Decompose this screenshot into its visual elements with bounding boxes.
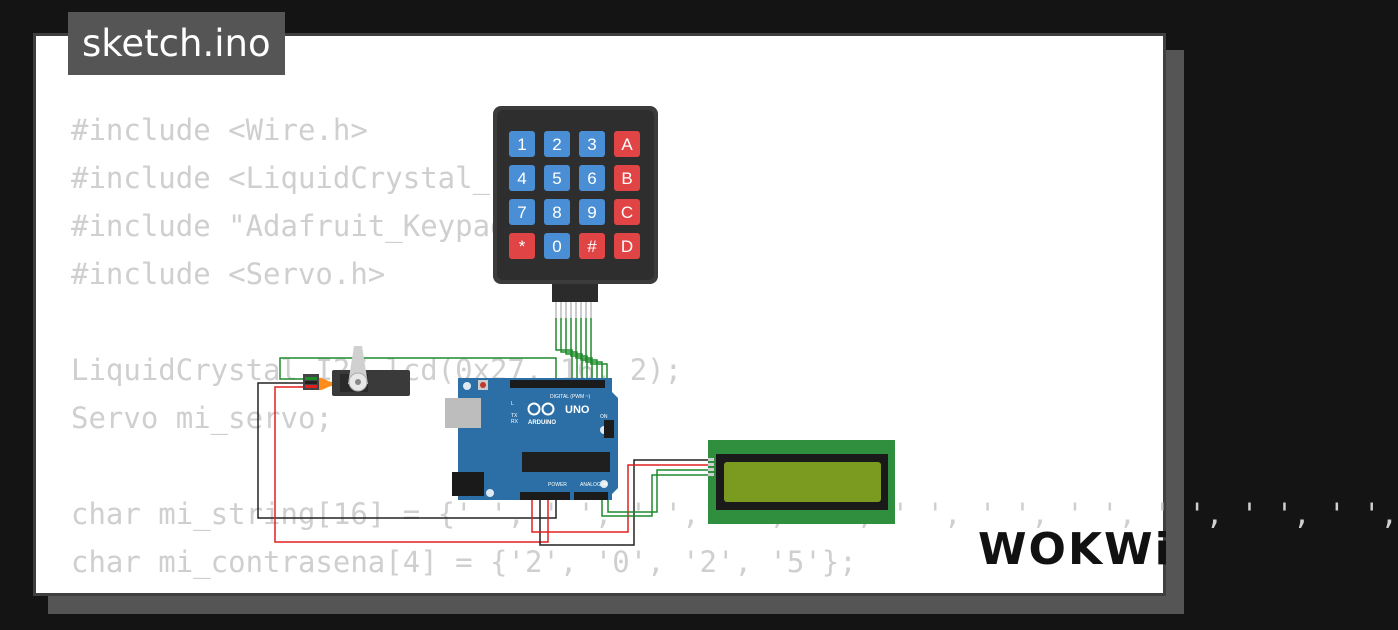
lcd-screen — [724, 462, 881, 502]
board-model-label: UNO — [565, 404, 590, 416]
keypad-key[interactable] — [579, 199, 605, 225]
keypad-key[interactable] — [544, 165, 570, 191]
keypad-connector — [552, 284, 598, 302]
keypad-key[interactable] — [509, 199, 535, 225]
digital-label: DIGITAL (PWM ~) — [550, 394, 590, 400]
servo-motor[interactable] — [303, 346, 410, 396]
keypad-key-label: B — [621, 169, 632, 188]
board-brand-label: ARDUINO — [528, 420, 556, 426]
keypad-key-label: 3 — [587, 135, 596, 154]
keypad-key[interactable] — [544, 131, 570, 157]
arduino-uno-board[interactable]: UNO ARDUINO DIGITAL (PWM ~) ANALOG IN PO… — [445, 378, 618, 500]
reset-button — [480, 382, 486, 388]
code-line: char mi_contrasena[4] = {'2', '0', '2', … — [71, 545, 857, 579]
keypad-key-label: 8 — [552, 203, 561, 222]
keypad-key[interactable] — [614, 233, 640, 259]
keypad[interactable]: 1 2 3 A 4 5 6 B 7 8 9 C * 0 # D — [493, 106, 658, 318]
keypad-key[interactable] — [614, 131, 640, 157]
keypad-key[interactable] — [509, 233, 535, 259]
wokwi-logo: WOKWi — [978, 524, 1172, 575]
power-header — [520, 492, 570, 500]
analog-header — [574, 492, 608, 500]
usb-port — [445, 398, 481, 428]
sketch-title[interactable]: sketch.ino — [68, 12, 285, 75]
keypad-key[interactable] — [509, 165, 535, 191]
power-jack — [452, 472, 484, 496]
l-label: L — [511, 401, 514, 407]
keypad-key-label: 6 — [587, 169, 596, 188]
keypad-key[interactable] — [579, 131, 605, 157]
keypad-key-label: # — [587, 237, 597, 256]
keypad-key[interactable] — [579, 165, 605, 191]
analog-label: ANALOG IN — [580, 482, 608, 488]
keypad-key-label: 4 — [517, 169, 526, 188]
power-label: POWER — [548, 482, 567, 488]
keypad-key-label: D — [621, 237, 633, 256]
on-label: ON — [600, 414, 608, 420]
code-line: #include <Wire.h> — [71, 113, 368, 147]
code-line: Servo mi_servo; — [71, 401, 333, 435]
keypad-key[interactable] — [544, 199, 570, 225]
keypad-key-label: 9 — [587, 203, 596, 222]
digital-header — [510, 380, 605, 388]
keypad-key-label: * — [519, 237, 526, 256]
rx-label: RX — [511, 419, 519, 425]
keypad-key[interactable] — [579, 233, 605, 259]
atmega-chip — [522, 452, 610, 472]
keypad-key-label: 2 — [552, 135, 561, 154]
keypad-key[interactable] — [614, 199, 640, 225]
lcd-wires — [531, 459, 710, 546]
keypad-key[interactable] — [614, 165, 640, 191]
keypad-key[interactable] — [509, 131, 535, 157]
keypad-key-label: 5 — [552, 169, 561, 188]
code-line: #include <Servo.h> — [71, 257, 386, 291]
keypad-key[interactable] — [544, 233, 570, 259]
servo-wires — [257, 357, 557, 543]
circuit-diagram: 1 2 3 A 4 5 6 B 7 8 9 C * 0 # D — [257, 106, 895, 546]
keypad-key-label: C — [621, 203, 633, 222]
keypad-key-label: 1 — [517, 135, 526, 154]
keypad-key-label: 0 — [552, 237, 561, 256]
keypad-key-label: 7 — [517, 203, 526, 222]
tx-label: TX — [511, 413, 518, 419]
lcd-display[interactable] — [708, 440, 895, 524]
keypad-key-label: A — [621, 135, 633, 154]
keypad-wires — [555, 318, 608, 378]
